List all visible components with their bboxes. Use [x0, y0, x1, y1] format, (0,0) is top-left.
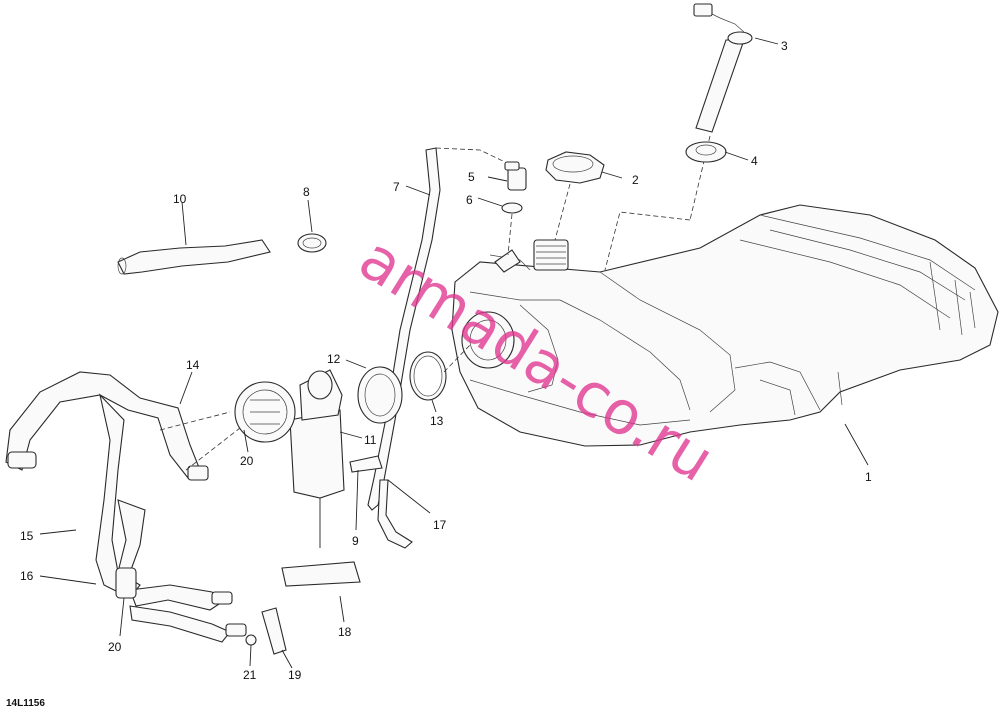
- callout-9: 9: [352, 534, 359, 548]
- callouts: 1 2 3 4 5 6 7 8 9 10 11 12 13 14 15 16 1…: [20, 39, 872, 682]
- callout-12: 12: [327, 352, 341, 366]
- callout-11: 11: [364, 433, 377, 447]
- callout-17: 17: [433, 518, 447, 532]
- callout-15: 15: [20, 529, 34, 543]
- valve-drawing: [477, 161, 527, 256]
- clamp-drawing: [297, 199, 327, 253]
- callout-2: 2: [632, 173, 639, 187]
- fuel-tank-drawing: [451, 204, 999, 466]
- callout-10: 10: [173, 192, 187, 206]
- drawing-code: 14L1156: [6, 698, 45, 709]
- hose-assembly-drawing: [5, 371, 257, 667]
- filter-bracket-drawing: [261, 561, 361, 669]
- fuel-pump-drawing: [234, 369, 383, 548]
- callout-6: 6: [466, 193, 473, 207]
- callout-20-upper: 20: [240, 454, 254, 468]
- callout-20-lower: 20: [108, 640, 122, 654]
- callout-1: 1: [865, 470, 872, 484]
- callout-13: 13: [430, 414, 444, 428]
- lock-ring-drawing: [345, 344, 471, 424]
- callout-16: 16: [20, 569, 34, 583]
- callout-7: 7: [393, 180, 400, 194]
- callout-19: 19: [288, 668, 302, 682]
- grommet-drawing: [604, 141, 749, 271]
- callout-8: 8: [303, 185, 310, 199]
- callout-4: 4: [751, 154, 758, 168]
- level-sender-drawing: [689, 3, 779, 221]
- callout-21: 21: [243, 668, 257, 682]
- callout-18: 18: [338, 625, 352, 639]
- filler-cap-drawing: [545, 151, 623, 241]
- hose-10-drawing: [117, 201, 271, 275]
- callout-3: 3: [781, 39, 788, 53]
- callout-14: 14: [186, 358, 200, 372]
- callout-5: 5: [468, 170, 475, 184]
